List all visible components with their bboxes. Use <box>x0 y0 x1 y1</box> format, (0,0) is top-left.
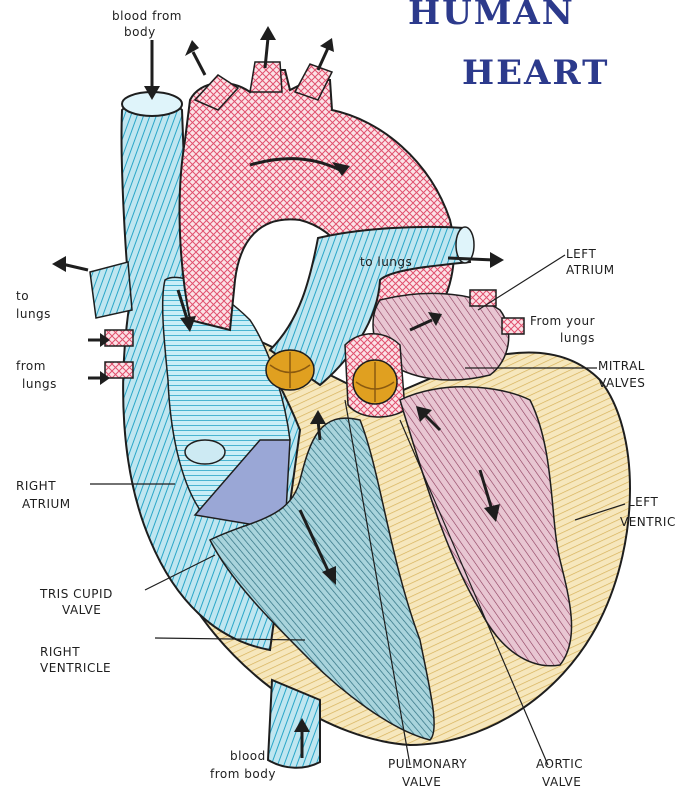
right-pulmonary-vein-1 <box>469 289 497 307</box>
label-right-atrium-1: RIGHT <box>16 479 56 493</box>
label-from-your-lungs-2: lungs <box>560 331 595 345</box>
label-blood-from-body-bottom-1: blood <box>230 749 266 763</box>
label-tricuspid-valve-1: TRIS CUPID <box>39 587 113 601</box>
title-line-1: HUMAN <box>408 0 575 33</box>
pulmonary-valve-shape <box>265 349 315 391</box>
aortic-branch-2 <box>249 61 283 93</box>
label-left-ventricle-1: LEFT <box>628 495 658 509</box>
pulmonary-opening <box>455 226 475 264</box>
aortic-branch-1 <box>193 74 240 111</box>
label-blood-from-body-bottom-2: from body <box>210 767 276 781</box>
label-aortic-valve-2: VALVE <box>542 775 581 789</box>
label-to-lungs-center: to lungs <box>360 255 412 269</box>
flow-arrows <box>52 26 504 758</box>
left-pulmonary-vein-1 <box>104 329 134 347</box>
aortic-branch-3 <box>293 63 334 101</box>
label-right-atrium-2: ATRIUM <box>22 497 71 511</box>
label-right-ventricle-2: VENTRICLE <box>40 661 111 675</box>
right-pulmonary-vein-2 <box>501 317 525 335</box>
label-tricuspid-valve-2: VALVE <box>62 603 101 617</box>
label-mitral-valves-2: VALVES <box>598 376 645 390</box>
title-line-2: HEART <box>462 53 609 93</box>
label-aortic-valve-1: AORTIC <box>536 757 583 771</box>
aortic-valve-shape <box>352 359 398 405</box>
left-pulmonary-vein-2 <box>104 361 134 379</box>
label-from-lungs-left-2: lungs <box>22 377 57 391</box>
left-pulmonary-artery <box>89 261 133 319</box>
pulmonary-trunk <box>268 225 472 387</box>
label-pulmonary-valve-2: VALVE <box>402 775 441 789</box>
label-left-ventricle-2: VENTRIC <box>620 515 676 529</box>
inferior-vena-cava <box>266 678 321 769</box>
label-right-ventricle-1: RIGHT <box>40 645 80 659</box>
label-blood-from-body-top-1: blood from <box>112 9 182 23</box>
label-mitral-valves-1: MITRAL <box>598 359 645 373</box>
label-from-lungs-left-1: from <box>16 359 46 373</box>
label-blood-from-body-top-2: body <box>124 25 156 39</box>
label-pulmonary-valve-1: PULMONARY <box>388 757 467 771</box>
left-ventricle-chamber <box>399 386 573 667</box>
label-to-lungs-left-1: to <box>16 289 29 303</box>
fossa-ovalis <box>184 439 226 465</box>
label-to-lungs-left-2: lungs <box>16 307 51 321</box>
label-left-atrium-2: ATRIUM <box>566 263 615 277</box>
label-from-your-lungs-1: From your <box>530 314 595 328</box>
leader-lines <box>90 254 626 766</box>
label-left-atrium-1: LEFT <box>566 247 596 261</box>
right-ventricle-chamber <box>208 417 435 741</box>
